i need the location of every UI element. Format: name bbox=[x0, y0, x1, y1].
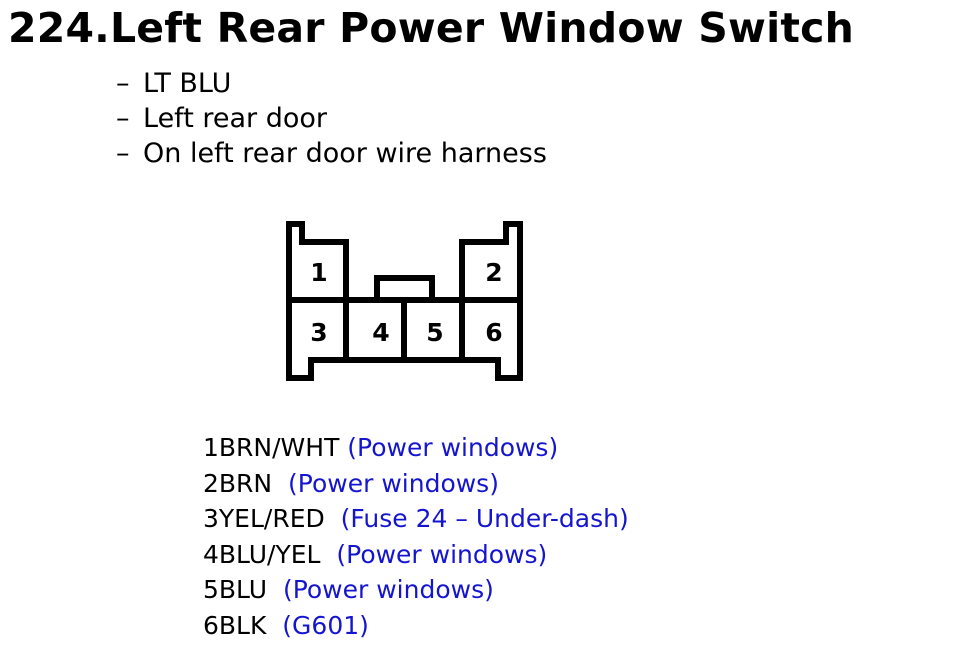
wire-color: BLK bbox=[218, 610, 267, 640]
pin-label-2: 2 bbox=[485, 258, 502, 287]
pin-label-3: 3 bbox=[310, 318, 327, 347]
circuit-description: (Power windows) bbox=[347, 433, 559, 462]
pinout-row: 3YEL/RED (Fuse 24 – Under-dash) bbox=[203, 501, 629, 537]
wire-color: YEL/RED bbox=[218, 504, 325, 533]
info-item-location: –Left rear door bbox=[116, 101, 547, 136]
locking-tab bbox=[374, 275, 435, 303]
pin-label-1: 1 bbox=[310, 258, 327, 287]
pin-label-4: 4 bbox=[372, 318, 389, 347]
pin-number: 3 bbox=[203, 504, 219, 533]
info-item-harness: –On left rear door wire harness bbox=[116, 136, 547, 171]
pinout-row: 1BRN/WHT (Power windows) bbox=[203, 430, 629, 466]
pinout-row: 2BRN (Power windows) bbox=[203, 466, 629, 502]
connector-outline bbox=[286, 221, 523, 381]
info-dash: – bbox=[116, 103, 130, 134]
connector-diagram: 1 2 3 4 5 6 bbox=[286, 221, 523, 381]
circuit-description: (Power windows) bbox=[282, 575, 494, 604]
pin-number: 2 bbox=[203, 468, 219, 498]
info-dash: – bbox=[116, 68, 130, 99]
circuit-description: (G601) bbox=[282, 610, 369, 640]
wire-color: BLU/YEL bbox=[218, 539, 321, 569]
pin-number: 1 bbox=[203, 433, 219, 462]
connector-info-list: –LT BLU –Left rear door –On left rear do… bbox=[116, 66, 547, 171]
wire-color: BRN/WHT bbox=[218, 433, 340, 462]
info-text: LT BLU bbox=[143, 68, 232, 99]
circuit-description: (Power windows) bbox=[288, 468, 499, 498]
pin-label-5: 5 bbox=[426, 318, 443, 347]
info-dash: – bbox=[116, 138, 130, 169]
info-item-color: –LT BLU bbox=[116, 66, 547, 101]
pin-label-6: 6 bbox=[485, 318, 502, 347]
page-title: 224.Left Rear Power Window Switch bbox=[8, 4, 855, 52]
pinout-row: 5BLU (Power windows) bbox=[203, 572, 629, 608]
pinout-row: 6BLK (G601) bbox=[203, 608, 629, 644]
pin-number: 5 bbox=[203, 575, 219, 604]
circuit-description: (Power windows) bbox=[336, 539, 548, 569]
pinout-row: 4BLU/YEL (Power windows) bbox=[203, 537, 629, 573]
wire-color: BRN bbox=[218, 468, 273, 498]
pin-number: 4 bbox=[203, 539, 219, 569]
pin-number: 6 bbox=[203, 610, 219, 640]
info-text: Left rear door bbox=[143, 103, 328, 134]
circuit-description: (Fuse 24 – Under-dash) bbox=[340, 504, 629, 533]
info-text: On left rear door wire harness bbox=[143, 138, 547, 169]
pinout-list: 1BRN/WHT (Power windows) 2BRN (Power win… bbox=[203, 430, 629, 643]
wire-color: BLU bbox=[218, 575, 268, 604]
